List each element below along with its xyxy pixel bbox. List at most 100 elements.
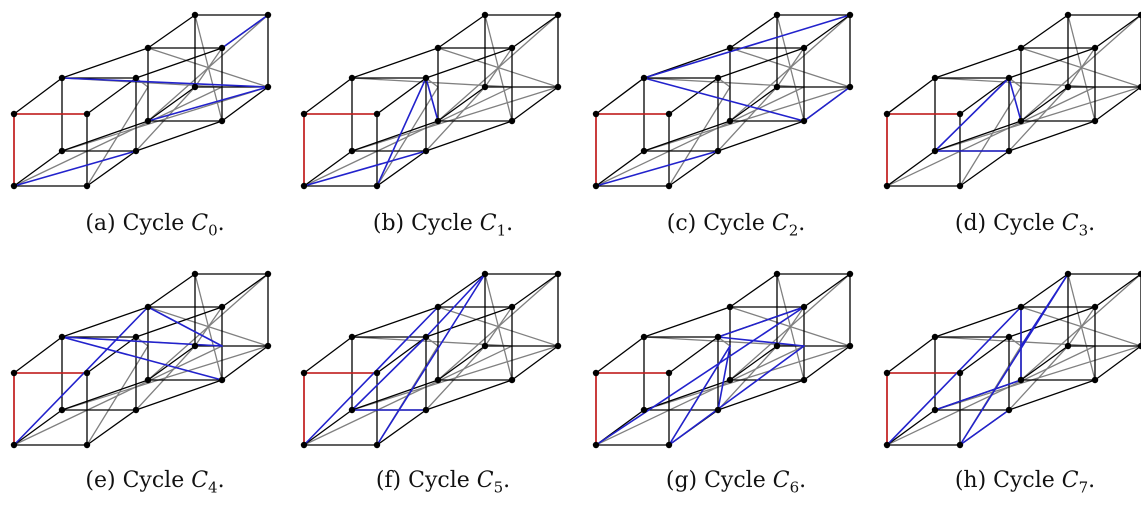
cycle-symbol: C [771, 211, 789, 236]
vertex [1017, 117, 1025, 125]
blue-edge [303, 306, 439, 446]
vertex [883, 182, 891, 190]
gray-edge [1067, 47, 1096, 88]
blue-edge [668, 345, 731, 446]
black-edge [303, 150, 353, 187]
caption-label: (h) Cycle [954, 468, 1062, 493]
black-edge [425, 47, 513, 79]
vertex [264, 270, 272, 278]
vertex [714, 147, 722, 155]
black-edge [86, 336, 137, 374]
black-edge [668, 150, 719, 187]
caption-period: . [1088, 468, 1096, 493]
blue-edge [147, 306, 223, 347]
caption-label: (d) Cycle [954, 211, 1062, 236]
black-edge [595, 150, 645, 187]
vertex [1064, 270, 1072, 278]
vertex [83, 110, 91, 118]
cycle-symbol: C [191, 468, 209, 493]
blue-edge [934, 379, 1022, 411]
blue-edge [717, 345, 731, 411]
black-edge [643, 306, 731, 338]
gray-edge [1008, 86, 1069, 152]
caption-a: (a) Cycle C0. [55, 211, 255, 239]
black-edge [351, 47, 439, 79]
gray-edge [194, 306, 223, 347]
vertex [883, 441, 891, 449]
caption-period: . [1088, 211, 1096, 236]
black-edge [61, 379, 149, 411]
black-edge [934, 306, 1022, 338]
vertex [58, 147, 66, 155]
cycle-index: 4 [208, 478, 218, 497]
graph-panel-h [883, 270, 1141, 449]
gray-edge [717, 345, 778, 411]
blue-edge [13, 150, 137, 187]
black-edge [668, 336, 719, 374]
vertex [1091, 44, 1099, 52]
vertex [714, 333, 722, 341]
black-edge [729, 273, 778, 308]
black-edge [1094, 86, 1141, 122]
caption-label: (f) Cycle [375, 468, 477, 493]
vertex [218, 44, 226, 52]
black-edge [886, 336, 936, 374]
gray-edge [717, 86, 778, 152]
vertex [592, 369, 600, 377]
black-edge [86, 409, 137, 446]
vertex [1137, 83, 1141, 91]
black-edge [1008, 47, 1096, 79]
vertex [640, 147, 648, 155]
vertex [1137, 11, 1141, 19]
vertex [508, 376, 516, 384]
vertex [218, 303, 226, 311]
vertex [348, 406, 356, 414]
black-edge [1020, 86, 1069, 122]
black-edge [147, 14, 196, 49]
black-edge [86, 77, 137, 115]
blue-edge [425, 273, 486, 338]
cycle-index: 5 [493, 478, 504, 497]
caption-label: (a) Cycle [85, 211, 192, 236]
vertex [422, 333, 430, 341]
graph-panel-f [300, 270, 562, 449]
black-edge [1008, 120, 1096, 152]
gray-edge [13, 86, 223, 187]
cycle-symbol: C [1061, 211, 1079, 236]
vertex [1091, 117, 1099, 125]
black-edge [595, 77, 645, 115]
caption-f: (f) Cycle C5. [343, 468, 543, 496]
graph-panel-d [883, 11, 1141, 190]
graph-panel-a [10, 11, 272, 190]
caption-h: (h) Cycle C7. [925, 468, 1125, 496]
vertex [726, 376, 734, 384]
black-edge [425, 306, 513, 338]
caption-label: (e) Cycle [85, 468, 192, 493]
vertex [726, 44, 734, 52]
black-edge [643, 379, 731, 411]
vertex [481, 270, 489, 278]
blue-edge [61, 77, 269, 88]
vertex [883, 369, 891, 377]
vertex [264, 342, 272, 350]
black-edge [61, 306, 149, 338]
vertex [592, 441, 600, 449]
vertex [1137, 270, 1141, 278]
black-edge [959, 77, 1010, 115]
gray-edge [135, 345, 196, 411]
black-edge [13, 409, 63, 446]
black-edge [135, 120, 223, 152]
vertex [726, 303, 734, 311]
vertex [800, 44, 808, 52]
black-edge [1094, 345, 1141, 381]
vertex [434, 376, 442, 384]
vertex [144, 303, 152, 311]
vertex [58, 333, 66, 341]
vertex [714, 74, 722, 82]
vertex [300, 182, 308, 190]
black-edge [303, 409, 353, 446]
cycle-symbol: C [191, 211, 209, 236]
black-edge [147, 86, 196, 122]
vertex [592, 182, 600, 190]
black-edge [886, 77, 936, 115]
